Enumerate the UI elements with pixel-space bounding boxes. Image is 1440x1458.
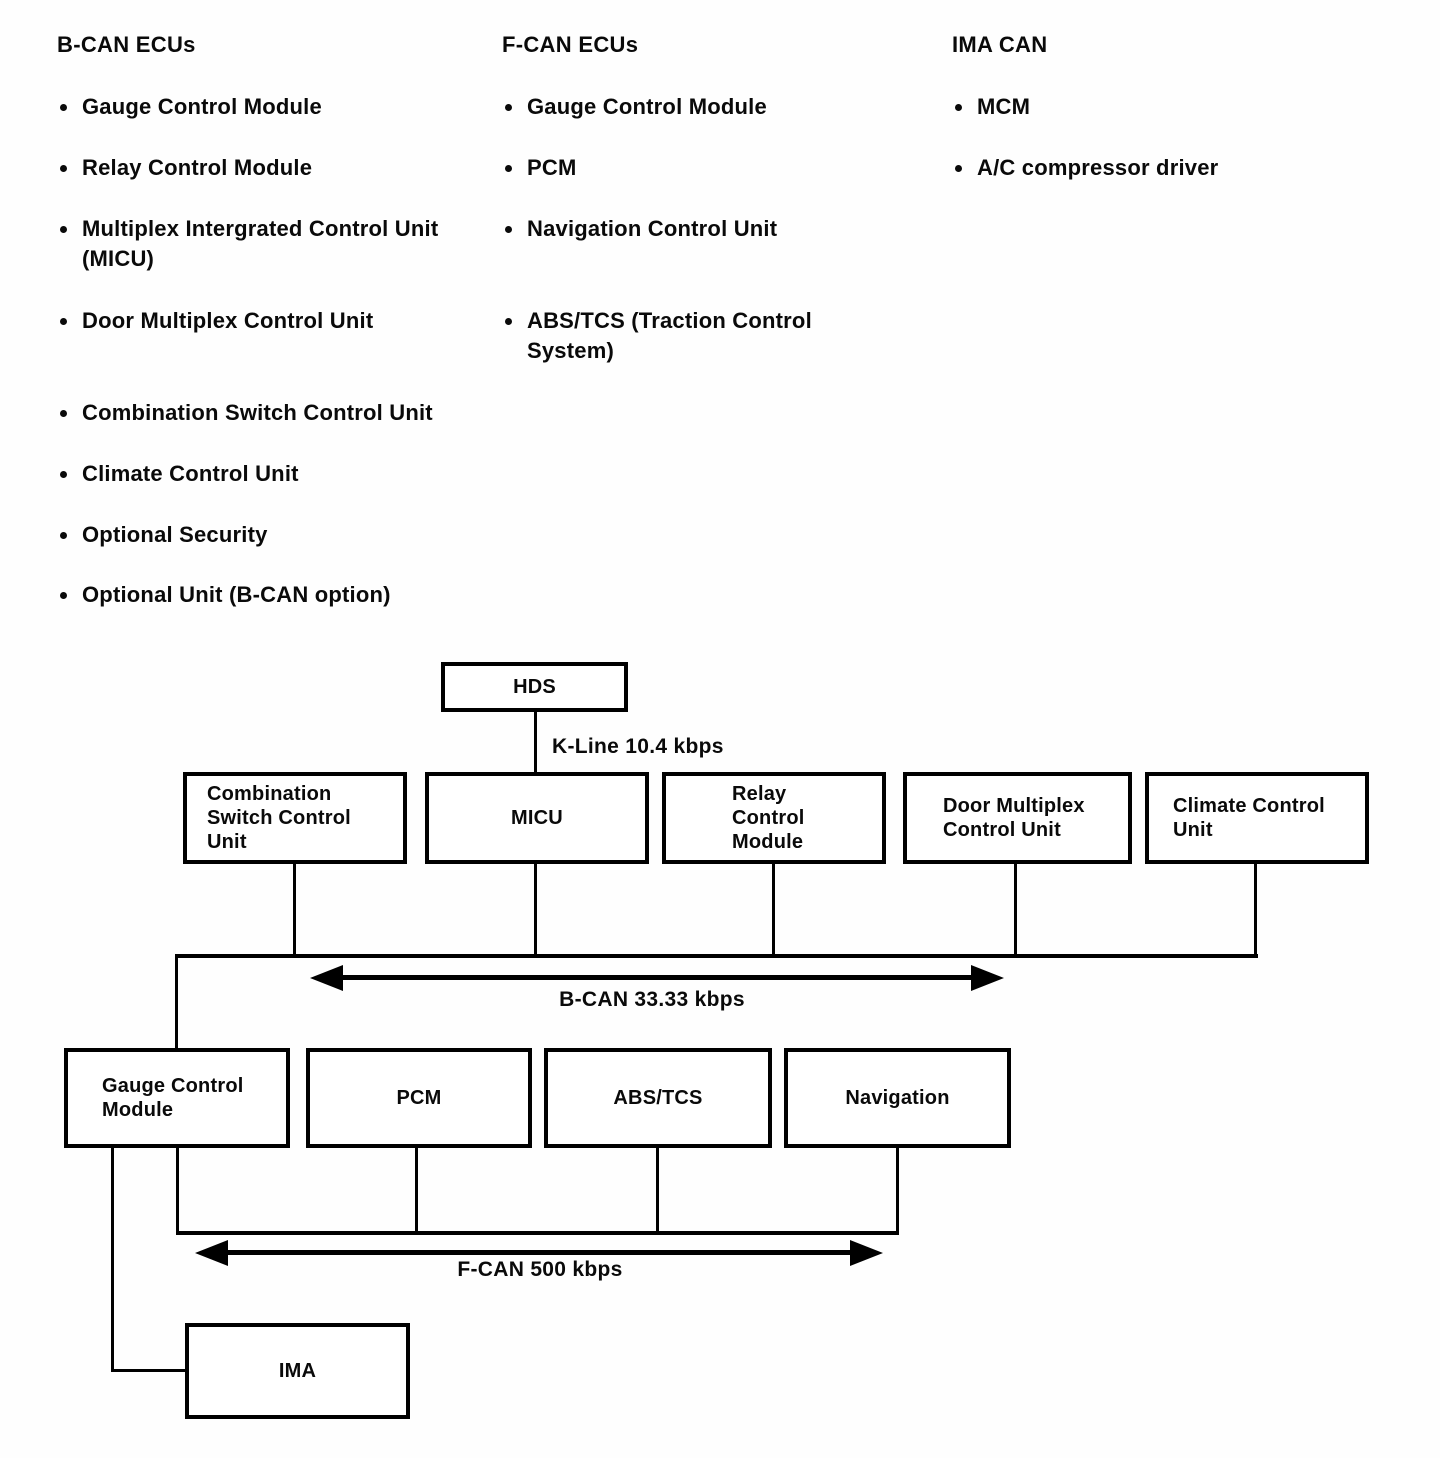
arrow-shaft	[228, 1250, 850, 1255]
bcan-bus-arrow	[310, 964, 1004, 991]
kline-speed-label: K-Line 10.4 kbps	[552, 735, 724, 758]
connector-gauge-to-fcan	[176, 1146, 179, 1233]
box-combination-switch-control-unit: Combination Switch Control Unit	[183, 772, 407, 864]
bullet-icon	[60, 471, 67, 478]
connector-combination-to-bcan	[293, 862, 296, 957]
bullet-icon	[60, 592, 67, 599]
list-item-label: Relay Control Module	[82, 155, 313, 180]
list-item-label: Climate Control Unit	[82, 461, 299, 486]
box-micu: MICU	[425, 772, 649, 864]
bullet-icon	[60, 226, 67, 233]
bullet-icon	[505, 318, 512, 325]
list-item-label: Navigation Control Unit	[527, 216, 778, 241]
list-item-label: Multiplex Intergrated Control Unit (MICU…	[82, 216, 439, 271]
bullet-icon	[505, 226, 512, 233]
fcan-bus-line	[176, 1231, 899, 1235]
bullet-icon	[60, 165, 67, 172]
box-climate-control-unit: Climate Control Unit	[1145, 772, 1369, 864]
list-item: Navigation Control Unit	[502, 214, 777, 244]
bullet-icon	[60, 104, 67, 111]
connector-nav-to-fcan	[896, 1146, 899, 1233]
list-item-label: MCM	[977, 94, 1031, 119]
bullet-icon	[60, 532, 67, 539]
box-relay-control-module: Relay Control Module	[662, 772, 886, 864]
box-door-multiplex-control-unit: Door Multiplex Control Unit	[903, 772, 1132, 864]
connector-pcm-to-fcan	[415, 1146, 418, 1233]
list-item-label: Optional Unit (B-CAN option)	[82, 582, 391, 607]
connector-door-to-bcan	[1014, 862, 1017, 957]
list-item: Combination Switch Control Unit	[57, 398, 433, 428]
bullet-icon	[955, 165, 962, 172]
list-item-label: A/C compressor driver	[977, 155, 1219, 180]
bullet-icon	[955, 104, 962, 111]
list-item: Gauge Control Module	[502, 92, 767, 122]
connector-hds-to-micu	[534, 710, 537, 774]
arrowhead-left-icon	[310, 964, 343, 991]
list-item-label: Combination Switch Control Unit	[82, 400, 433, 425]
bcan-speed-label: B-CAN 33.33 kbps	[559, 988, 745, 1011]
bullet-icon	[505, 165, 512, 172]
list-item-label: Door Multiplex Control Unit	[82, 308, 374, 333]
bullet-icon	[60, 318, 67, 325]
fcan-speed-label: F-CAN 500 kbps	[457, 1258, 623, 1281]
arrowhead-right-icon	[971, 964, 1004, 991]
box-gauge-control-module: Gauge Control Module	[64, 1048, 290, 1148]
list-item-label: Gauge Control Module	[82, 94, 322, 119]
box-navigation: Navigation	[784, 1048, 1011, 1148]
bullet-icon	[505, 104, 512, 111]
box-pcm: PCM	[306, 1048, 532, 1148]
list-item: Climate Control Unit	[57, 459, 299, 489]
arrow-shaft	[343, 975, 971, 980]
connector-bcan-to-gauge	[175, 954, 178, 1050]
list-item-label: Optional Security	[82, 522, 268, 547]
arrowhead-right-icon	[850, 1239, 883, 1266]
connector-climate-to-bcan	[1254, 862, 1257, 957]
bullet-icon	[60, 410, 67, 417]
list-item: Optional Security	[57, 520, 268, 550]
arrowhead-left-icon	[195, 1239, 228, 1266]
connector-micu-to-bcan	[534, 862, 537, 957]
list-item: PCM	[502, 153, 577, 183]
bcan-bus-line	[175, 954, 1258, 958]
connector-gauge-to-ima-vertical	[111, 1146, 114, 1372]
list-item-label: Gauge Control Module	[527, 94, 767, 119]
connector-relay-to-bcan	[772, 862, 775, 957]
fcan-bus-arrow	[195, 1239, 883, 1266]
list-item: Relay Control Module	[57, 153, 312, 183]
box-abs-tcs: ABS/TCS	[544, 1048, 772, 1148]
ima-list-heading: IMA CAN	[952, 32, 1048, 57]
box-hds: HDS	[441, 662, 628, 712]
list-item: Gauge Control Module	[57, 92, 322, 122]
list-item-label: ABS/TCS (Traction Control System)	[527, 308, 812, 363]
list-item: A/C compressor driver	[952, 153, 1218, 183]
list-item: Door Multiplex Control Unit	[57, 306, 373, 336]
fcan-list-heading: F-CAN ECUs	[502, 32, 639, 57]
connector-abs-to-fcan	[656, 1146, 659, 1233]
list-item: Optional Unit (B-CAN option)	[57, 580, 391, 610]
connector-gauge-to-ima-horizontal	[111, 1369, 187, 1372]
box-ima: IMA	[185, 1323, 410, 1419]
list-item-label: PCM	[527, 155, 577, 180]
list-item: MCM	[952, 92, 1030, 122]
list-item: ABS/TCS (Traction Control System)	[502, 306, 812, 366]
bcan-list-heading: B-CAN ECUs	[57, 32, 196, 57]
list-item: Multiplex Intergrated Control Unit (MICU…	[57, 214, 438, 274]
